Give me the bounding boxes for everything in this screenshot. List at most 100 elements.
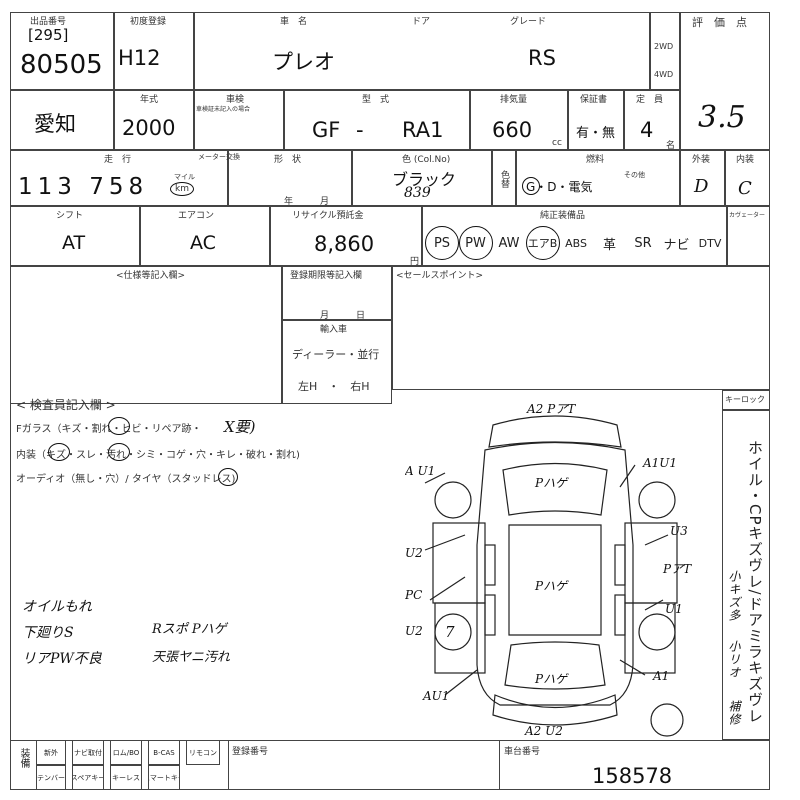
- car-name-value: プレオ: [272, 50, 335, 74]
- mileage-unit-label: マイル: [174, 173, 195, 181]
- left-rear-window: [484, 594, 496, 636]
- door-label: ドア: [412, 17, 431, 27]
- inspection-cell: [194, 90, 284, 150]
- equipment-item: PW: [458, 226, 493, 260]
- chassis-label: 車台番号: [504, 747, 541, 757]
- interior-circle-2: [108, 443, 130, 461]
- recycle-unit: 円: [410, 257, 420, 267]
- color-value: ブラック: [392, 170, 457, 189]
- ac-cell: [140, 206, 270, 266]
- mileage-unit: km: [170, 182, 194, 196]
- mark-left-front-fender: A U1: [405, 464, 435, 478]
- color-number: 839: [404, 185, 431, 201]
- first-reg-value: H12: [118, 46, 161, 70]
- first-reg-label: 初度登録: [130, 17, 167, 27]
- spare-wheel: [650, 703, 684, 737]
- equipment-item: ナビ: [663, 237, 690, 253]
- interior-cell: [725, 150, 770, 206]
- exterior-value: D: [694, 176, 709, 197]
- ac-value: AC: [190, 232, 216, 254]
- footer-equipment-item: キーレス: [110, 765, 142, 790]
- shift-label: シフト: [56, 211, 84, 221]
- interior-value: C: [738, 178, 752, 199]
- mark-left-rear-door: PC: [405, 588, 422, 602]
- note-underbody: 下廻りS: [22, 625, 74, 641]
- model-right: RA1: [402, 118, 444, 142]
- footer-equipment-item: B-CAS: [148, 740, 180, 765]
- car-name-cell: [194, 12, 650, 90]
- equipment-cell: [422, 206, 727, 266]
- model-left: GF: [312, 118, 341, 142]
- footer-equipment-item: ナビ取付: [72, 740, 104, 765]
- windshield: [502, 462, 608, 516]
- left-front-wheel: [434, 481, 472, 519]
- tire-note: 7: [445, 623, 455, 641]
- score-cell: [680, 12, 770, 150]
- grade-value: RS: [528, 46, 556, 70]
- mark-trunk: Pハゲ: [534, 672, 569, 686]
- drive-2wd: 2WD: [654, 42, 674, 51]
- color-change-cell: [492, 150, 516, 206]
- capacity-value: 4: [640, 118, 654, 142]
- notes-right: Rスポ Pハゲ 天張ヤニ汚れ: [152, 618, 230, 672]
- equipment-item: ABS: [565, 236, 587, 250]
- left-front-window: [484, 544, 496, 586]
- mileage-cell: [10, 150, 228, 206]
- note-rear-pw: リアPW不良: [22, 651, 102, 667]
- wheel-note-vertical: ホイル・CPキズヴレ/ドアミラキズヴレ: [746, 440, 764, 724]
- glass-circle: [108, 417, 130, 435]
- inspection-note: 車検証未記入の場合: [196, 106, 251, 113]
- equipment-item: SR: [634, 235, 652, 251]
- fuel-gasoline-mark: [522, 177, 540, 195]
- footer-equipment-item: ロム/BO: [110, 740, 142, 765]
- notes-left: オイルもれ 下廻りS リアPW不良: [22, 596, 102, 674]
- displacement-label: 排気量: [500, 95, 528, 105]
- capacity-unit: 名: [666, 141, 676, 151]
- shape-cell: [228, 150, 352, 206]
- grade-label: グレード: [510, 17, 547, 27]
- spec-cell: [10, 266, 282, 404]
- right-front-wheel: [638, 481, 676, 519]
- meter-label: メーター交換: [198, 153, 240, 161]
- warranty-value: 有・無: [576, 126, 616, 141]
- mark-right-rear-door: PアT: [662, 562, 692, 576]
- car-name-label: 車 名: [280, 17, 308, 27]
- side-note-2: 小リオ: [727, 640, 741, 679]
- recycle-cell: [270, 206, 422, 266]
- mileage-label: 走 行: [104, 155, 132, 165]
- import-label: 輸入車: [320, 325, 348, 335]
- year-label: 年式: [140, 95, 159, 105]
- drive-cell: [650, 12, 680, 90]
- color-cell: [352, 150, 492, 206]
- inspection-label: 車検: [226, 95, 245, 105]
- right-rear-door: [624, 602, 676, 674]
- tire-circle: [218, 468, 238, 486]
- capacity-cell: [624, 90, 680, 150]
- side-note-3: 補修: [727, 700, 741, 726]
- model-label: 型 式: [362, 95, 390, 105]
- roof: [508, 524, 602, 636]
- lot-number-bracket: [295]: [28, 26, 69, 44]
- color-change-label: 色替: [499, 170, 509, 188]
- model-dash: -: [356, 118, 364, 142]
- sales-label: <セールスポイント>: [396, 271, 484, 281]
- mark-right-rear-corner: A1: [652, 669, 669, 683]
- footer-equipment-item: スマートキー: [148, 765, 180, 790]
- key-lock-label: キーロック: [725, 395, 765, 404]
- mark-rear: A2 U2: [524, 724, 563, 738]
- shift-value: AT: [62, 232, 86, 254]
- glass-mark: X要): [224, 418, 256, 436]
- interior-circle: [48, 443, 70, 461]
- deadline-label: 登録期限等記入欄: [290, 271, 363, 281]
- ac-label: エアコン: [178, 211, 215, 221]
- card-cell: [727, 206, 770, 266]
- exterior-label: 外装: [692, 155, 711, 165]
- inspector-title: < 検査員記入欄 >: [16, 398, 116, 412]
- right-rear-window: [614, 594, 626, 636]
- recycle-value: 8,860: [314, 232, 375, 256]
- fuel-value: G・D・電気: [526, 180, 593, 194]
- recycle-label: リサイクル預託金: [292, 211, 364, 221]
- note-headliner: 天張ヤニ汚れ: [152, 650, 231, 665]
- mark-left-front-door: U2: [405, 546, 423, 560]
- lot-label: 出品番号: [30, 17, 67, 27]
